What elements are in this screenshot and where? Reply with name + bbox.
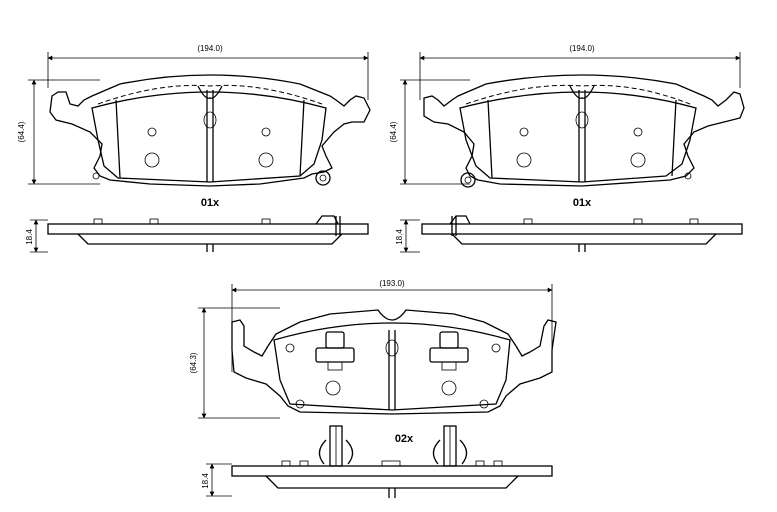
pad-right-height-label: (64.4) [389, 121, 398, 142]
pad-bottom-quantity: 02x [395, 433, 414, 445]
pad-left-side-view: 18.4 [25, 215, 369, 253]
pad-bottom-side-view: 18.4 [201, 425, 553, 498]
pad-right-quantity: 01x [573, 197, 592, 209]
pad-right-width-label: (194.0) [569, 44, 595, 53]
pad-bottom-thickness-label: 18.4 [201, 473, 210, 489]
pad-right-front-view: (194.0) (64.4) 01x [389, 44, 745, 209]
pad-left-height-label: (64.4) [17, 121, 26, 142]
pad-left-thickness-label: 18.4 [25, 229, 34, 245]
pad-left-quantity: 01x [201, 197, 220, 209]
pad-bottom-height-label: (64.3) [189, 352, 198, 373]
pad-right-thickness-label: 18.4 [395, 229, 404, 245]
pad-right-side-view: 18.4 [395, 215, 743, 253]
pad-left-front-view: (194.0) (64.4) 01x [17, 44, 371, 209]
pad-bottom-width-label: (193.0) [379, 279, 405, 288]
pad-left-width-label: (194.0) [197, 44, 223, 53]
pad-bottom-front-view: (193.0) (64.3) 02x [189, 279, 557, 445]
